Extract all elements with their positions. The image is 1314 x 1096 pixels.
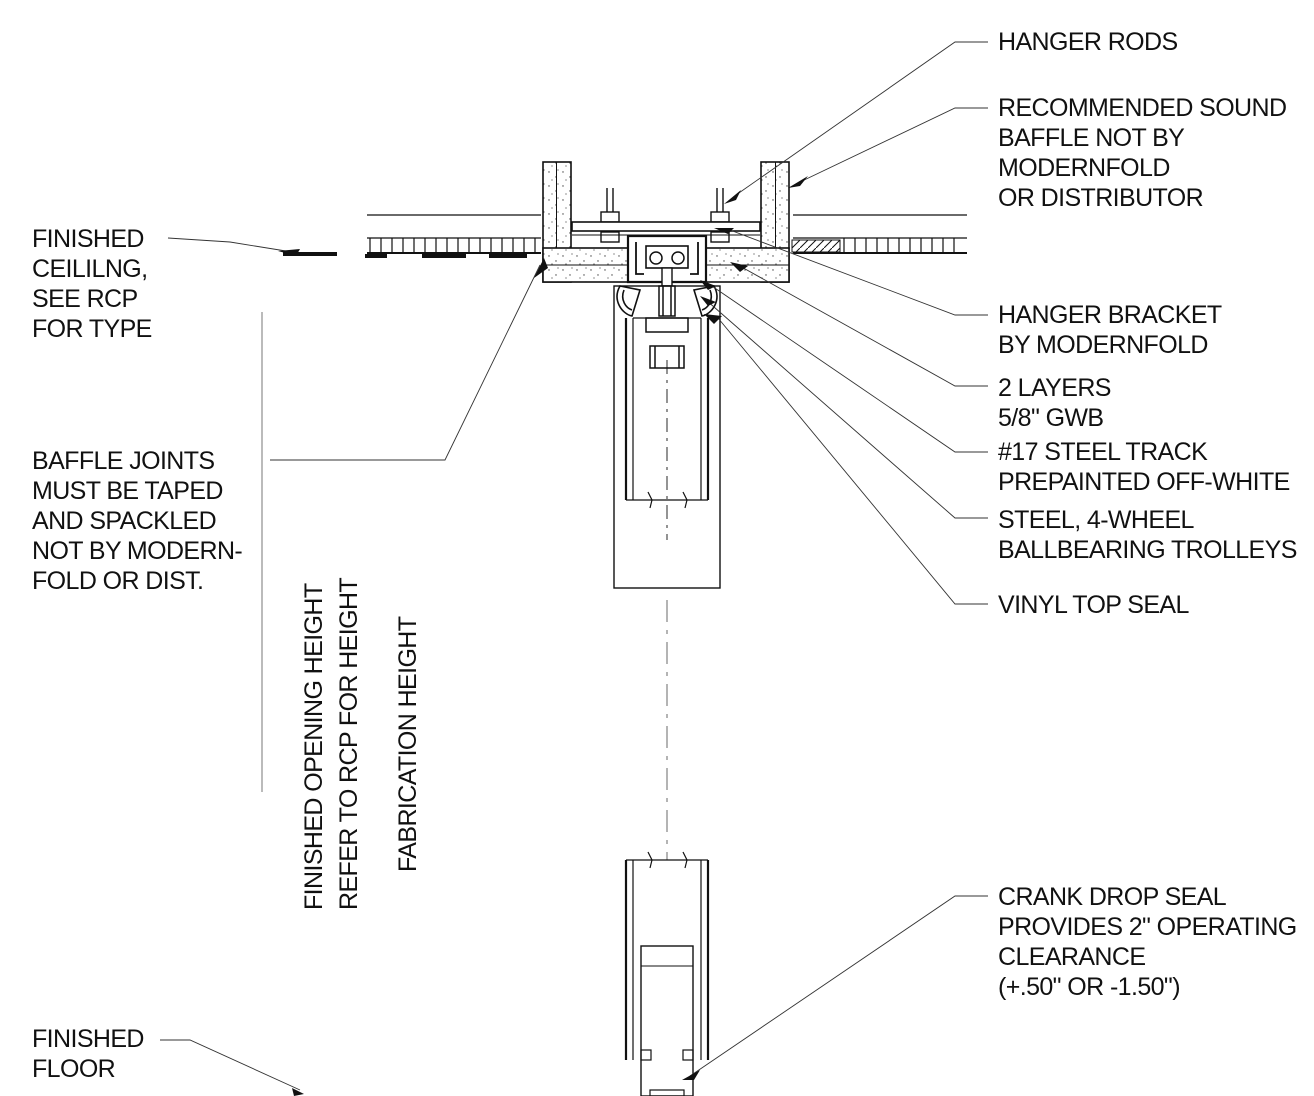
leader-arrowheads xyxy=(278,176,808,1096)
label-hanger-bracket: HANGER BRACKET BY MODERNFOLD xyxy=(998,301,1222,359)
label-gwb-layers: 2 LAYERS 5/8" GWB xyxy=(998,374,1111,432)
door-panel-lower xyxy=(624,851,710,1096)
label-opening-height: FINISHED OPENING HEIGHT xyxy=(300,583,328,910)
ceiling-lines xyxy=(367,214,967,254)
label-finished-ceiling: FINISHED CEILILNG, SEE RCP FOR TYPE xyxy=(32,225,152,343)
label-top-seal: VINYL TOP SEAL xyxy=(998,591,1189,619)
label-crank-seal: CRANK DROP SEAL PROVIDES 2" OPERATING CL… xyxy=(998,883,1297,1001)
label-refer-rcp: REFER TO RCP FOR HEIGHT xyxy=(335,577,363,910)
leader-lines xyxy=(160,41,988,1091)
ceiling-tile-ticks xyxy=(369,238,955,253)
label-fabrication-height: FABRICATION HEIGHT xyxy=(394,616,422,872)
label-finished-floor: FINISHED FLOOR xyxy=(32,1025,144,1083)
steel-track xyxy=(626,234,708,287)
trolley-stem xyxy=(645,285,689,369)
label-steel-track: #17 STEEL TRACK PREPAINTED OFF-WHITE xyxy=(998,438,1290,496)
label-hanger-rods: HANGER RODS xyxy=(998,28,1178,56)
label-baffle-joints: BAFFLE JOINTS MUST BE TAPED AND SPACKLED… xyxy=(32,447,243,595)
ceiling-trim xyxy=(283,252,527,258)
label-trolleys: STEEL, 4-WHEEL BALLBEARING TROLLEYS xyxy=(998,506,1297,564)
label-sound-baffle: RECOMMENDED SOUND BAFFLE NOT BY MODERNFO… xyxy=(998,94,1287,212)
door-panel-upper xyxy=(613,285,721,589)
hanger-rods xyxy=(600,188,730,243)
hatched-trim xyxy=(791,239,841,253)
